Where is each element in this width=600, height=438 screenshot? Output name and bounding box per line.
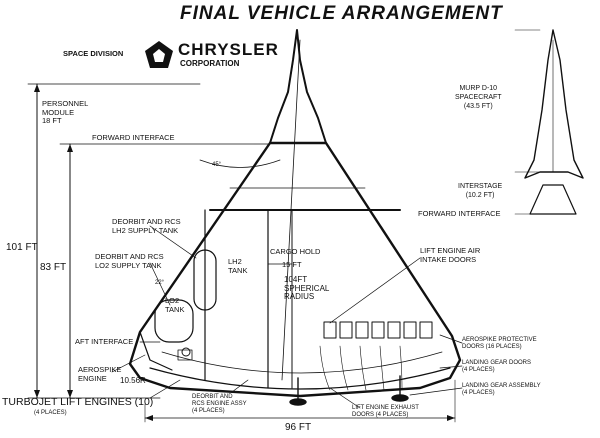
lh2-tank-label: LH2 TANK [228,257,248,275]
overall-height-label: 101 FT [6,242,38,253]
chrysler-pentastar-logo [145,41,173,68]
murp-label: MURP D-10 SPACECRAFT (43.5 FT) [455,85,502,110]
deorbit-lh2-label: DEORBIT AND RCS LH2 SUPPLY TANK [112,217,181,235]
diagram-title: FINAL VEHICLE ARRANGEMENT [180,3,503,24]
aerospike-doors-label: AEROSPIKE PROTECTIVE DOORS (16 PLACES) [462,337,537,350]
lh2-supply-tank [193,249,217,311]
interstage-shape [529,184,577,215]
deorbit-engine-label: DEORBIT AND RCS ENGINE ASSY (4 PLACES) [192,394,247,414]
interstage-label: INTERSTAGE (10.2 FT) [458,183,503,199]
angle-22-label: 22° [155,280,165,286]
landing-doors-label: LANDING GEAR DOORS (4 PLACES) [462,360,532,373]
main-body-outline [128,141,462,398]
spherical-radius-label: 104FT SPHERICAL RADIUS [284,275,330,301]
cargo-hold-label: CARGO HOLD [270,247,321,256]
murp-spacecraft [524,29,584,179]
lo2-tank-shape [154,299,194,343]
company-sub: CORPORATION [180,59,240,68]
aerospike-engine-label: AEROSPIKE ENGINE [78,365,122,383]
company-name: CHRYSLER [178,40,279,59]
intake-door-row [323,321,433,339]
aft-interface-label: AFT INTERFACE [75,337,134,346]
turbojet-label: TURBOJET LIFT ENGINES (10) [2,396,154,408]
lift-exhaust-label: LIFT ENGINE EXHAUST DOORS (4 PLACES) [352,405,419,418]
deorbit-lo2-label: DEORBIT AND RCS LO2 SUPPLY TANK [95,252,164,270]
personnel-module-label: PERSONNEL MODULE 18 FT [42,99,89,125]
angle-45-label: 45° [212,162,222,168]
landing-gear [289,375,409,406]
radius-label: 10.56R [120,376,146,385]
forward-interface-right-label: FORWARD INTERFACE [418,209,501,218]
forward-interface-label: FORWARD INTERFACE [92,133,175,142]
body-height-label: 83 FT [40,262,67,273]
turbojet-places: (4 PLACES) [34,410,67,416]
base-width-label: 96 FT [285,422,312,433]
lo2-tank-label: LO2 TANK [165,296,185,314]
landing-assembly-label: LANDING GEAR ASSEMBLY (4 PLACES) [462,383,541,396]
cargo-width-label: 15 FT [282,260,302,269]
space-division-label: SPACE DIVISION [63,49,124,58]
lift-air-label: LIFT ENGINE AIR INTAKE DOORS [420,246,481,264]
